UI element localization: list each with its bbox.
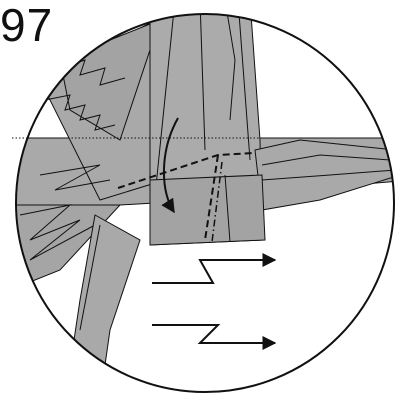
pleat-zigzag-arrow-lower [152,325,275,343]
lower-center-panel [150,175,265,245]
paper-model [10,0,401,400]
pleat-zigzag-arrow-upper [152,260,275,283]
